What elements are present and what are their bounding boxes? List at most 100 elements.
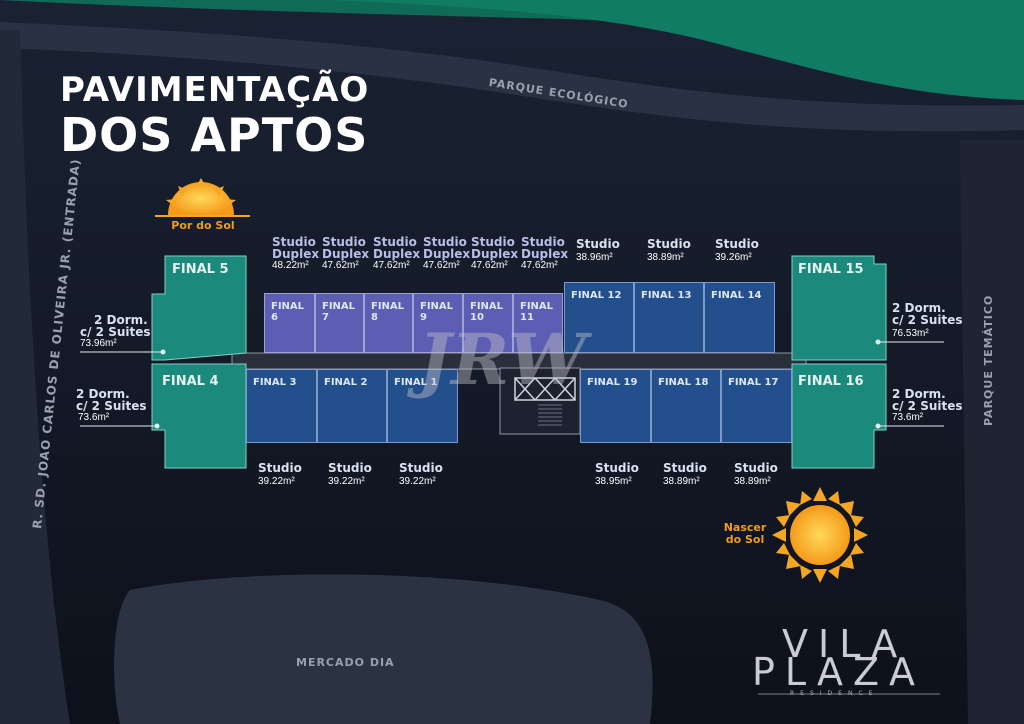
unit-final-6: FINAL 6 bbox=[264, 293, 315, 353]
area-final-2: 39.22m² bbox=[328, 476, 365, 487]
unit-final-19: FINAL 19 bbox=[580, 369, 651, 443]
road-label-bottom: MERCADO DIA bbox=[296, 656, 395, 669]
unit-final-18: FINAL 18 bbox=[651, 369, 721, 443]
unit-final-14: FINAL 14 bbox=[704, 282, 775, 353]
type-label-final-2: Studio bbox=[328, 461, 372, 475]
unit-final-10: FINAL 10 bbox=[463, 293, 513, 353]
area-final-12: 38.96m² bbox=[576, 252, 613, 263]
area-final-7: 47.62m² bbox=[322, 260, 359, 271]
type-label-final-12: Studio bbox=[576, 237, 620, 251]
unit-final-17: FINAL 17 bbox=[721, 369, 792, 443]
unit-label: FINAL 9 bbox=[420, 301, 454, 323]
stair-core bbox=[499, 367, 581, 435]
area-final-14: 39.26m² bbox=[715, 252, 752, 263]
unit-final-9: FINAL 9 bbox=[413, 293, 463, 353]
unit-final-4 bbox=[151, 363, 247, 469]
unit-label: FINAL 3 bbox=[253, 377, 297, 388]
type-label-final-19: Studio bbox=[595, 461, 639, 475]
unit-final-7: FINAL 7 bbox=[315, 293, 364, 353]
sunrise-label-line2: do Sol bbox=[725, 533, 765, 546]
type-label-final-4: 2 Dorm.c/ 2 Suites bbox=[76, 387, 147, 413]
sunrise-label-line1: Nascer bbox=[723, 521, 767, 534]
road-top bbox=[0, 22, 1024, 132]
area-final-6: 48.22m² bbox=[272, 260, 309, 271]
logo-line1: VILA bbox=[782, 622, 908, 666]
park-area-2 bbox=[330, 0, 1024, 100]
watermark: JRW bbox=[418, 318, 587, 401]
logo-line3: RESIDENCE bbox=[790, 690, 879, 697]
type-label-final-1: Studio bbox=[399, 461, 443, 475]
sunrise-sun-icon bbox=[772, 487, 868, 583]
unit-label-final-16: FINAL 16 bbox=[798, 374, 864, 389]
unit-label-final-5: FINAL 5 bbox=[172, 262, 229, 277]
road-left bbox=[0, 30, 70, 724]
unit-final-1: FINAL 1 bbox=[387, 369, 458, 443]
sunrise-label: Nascer do Sol bbox=[720, 522, 770, 546]
road-label-right: PARQUE TEMÁTICO bbox=[982, 294, 995, 426]
elevator-shafts bbox=[514, 377, 576, 401]
road-right bbox=[960, 140, 1024, 724]
unit-label: FINAL 18 bbox=[658, 377, 709, 388]
unit-label: FINAL 8 bbox=[371, 301, 405, 323]
unit-final-2: FINAL 2 bbox=[317, 369, 387, 443]
unit-label: FINAL 19 bbox=[587, 377, 638, 388]
area-final-18: 38.89m² bbox=[663, 476, 700, 487]
mercado-area bbox=[114, 574, 653, 724]
page-title-line1: PAVIMENTAÇÃO bbox=[60, 70, 370, 110]
area-final-8: 47.62m² bbox=[373, 260, 410, 271]
area-final-13: 38.89m² bbox=[647, 252, 684, 263]
type-label-final-13: Studio bbox=[647, 237, 691, 251]
area-final-5: 73.96m² bbox=[80, 338, 117, 349]
unit-final-15 bbox=[791, 255, 887, 361]
unit-label: FINAL 12 bbox=[571, 290, 622, 301]
type-label-final-16: 2 Dorm.c/ 2 Suites bbox=[892, 387, 963, 413]
unit-final-3: FINAL 3 bbox=[246, 369, 317, 443]
area-final-10: 47.62m² bbox=[471, 260, 508, 271]
area-final-19: 38.95m² bbox=[595, 476, 632, 487]
unit-final-8: FINAL 8 bbox=[364, 293, 413, 353]
area-final-16: 73.6m² bbox=[892, 412, 924, 423]
unit-label: FINAL 10 bbox=[470, 301, 504, 323]
sunset-sun-icon bbox=[155, 178, 250, 217]
type-label-final-17: Studio bbox=[734, 461, 778, 475]
unit-final-5 bbox=[151, 255, 247, 361]
area-final-4: 73.6m² bbox=[78, 412, 110, 423]
unit-label: FINAL 13 bbox=[641, 290, 692, 301]
area-final-17: 38.89m² bbox=[734, 476, 771, 487]
unit-label: FINAL 7 bbox=[322, 301, 356, 323]
unit-label: FINAL 17 bbox=[728, 377, 779, 388]
type-label-final-14: Studio bbox=[715, 237, 759, 251]
logo-line2: PLAZA bbox=[752, 650, 925, 694]
unit-final-12: FINAL 12 bbox=[564, 282, 634, 353]
type-label-final-15: 2 Dorm.c/ 2 Suites bbox=[892, 301, 963, 327]
stairs bbox=[538, 404, 562, 426]
unit-label: FINAL 14 bbox=[711, 290, 762, 301]
area-final-15: 76.53m² bbox=[892, 328, 929, 339]
unit-label: FINAL 11 bbox=[520, 301, 554, 323]
type-label-final-18: Studio bbox=[663, 461, 707, 475]
unit-label-final-4: FINAL 4 bbox=[162, 374, 219, 389]
area-final-3: 39.22m² bbox=[258, 476, 295, 487]
unit-label: FINAL 1 bbox=[394, 377, 438, 388]
leader-lines bbox=[80, 339, 944, 429]
area-final-9: 47.62m² bbox=[423, 260, 460, 271]
sunset-label: Por do Sol bbox=[171, 219, 235, 232]
area-final-1: 39.22m² bbox=[399, 476, 436, 487]
unit-label: FINAL 2 bbox=[324, 377, 368, 388]
unit-label: FINAL 6 bbox=[271, 301, 305, 323]
type-label-final-3: Studio bbox=[258, 461, 302, 475]
area-final-11: 47.62m² bbox=[521, 260, 558, 271]
unit-final-13: FINAL 13 bbox=[634, 282, 704, 353]
unit-final-11: FINAL 11 bbox=[513, 293, 563, 353]
unit-final-16 bbox=[791, 363, 887, 469]
page-title-line2: DOS APTOS bbox=[60, 108, 369, 162]
unit-label-final-15: FINAL 15 bbox=[798, 262, 864, 277]
